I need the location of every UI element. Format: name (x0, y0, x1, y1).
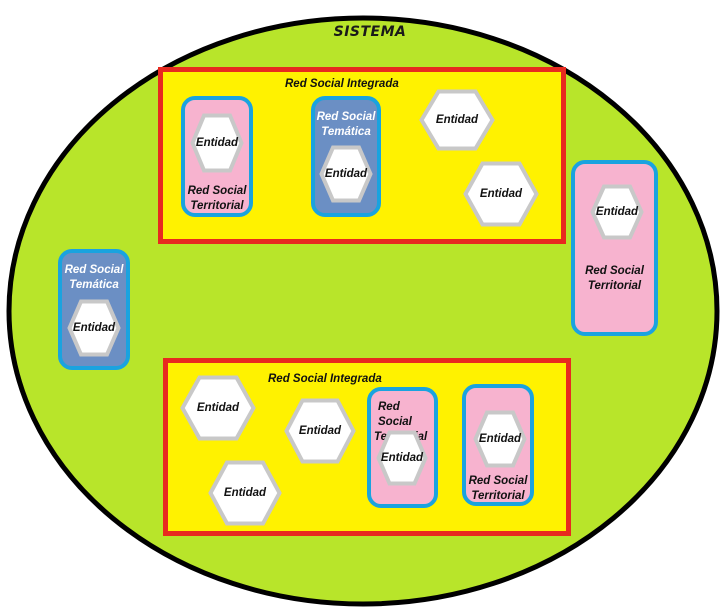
entity-hexagon-shape (208, 460, 282, 526)
territorial-network: Red Social Territorial (367, 387, 438, 508)
network-label-line1: Red Social (378, 401, 412, 428)
entity-node: Entidad (180, 375, 256, 441)
entity-hexagon-shape (284, 398, 356, 464)
network-label: Red Social Territorial (466, 474, 530, 504)
entity-node: Entidad (208, 460, 282, 526)
entity-hexagon (284, 398, 356, 464)
entity-hexagon-shape (590, 184, 644, 240)
entity-hexagon-shape (463, 161, 539, 227)
entity-hexagon-shape (473, 410, 527, 468)
entity-hexagon-shape (180, 375, 256, 441)
entity-hexagon-shape (376, 430, 428, 486)
entity-hexagon (463, 161, 539, 227)
entity-hexagon (180, 375, 256, 441)
network-label-line1: Red Social (585, 265, 644, 277)
entity-node: Entidad (463, 161, 539, 227)
entity-label: Entidad (479, 188, 523, 200)
entity-node: Entidad (319, 145, 373, 203)
network-label-line1: Red Social (64, 264, 124, 276)
network-label-line1: Red Social (316, 111, 376, 123)
integrated-network-bottom-title: Red Social Integrada (268, 373, 382, 385)
integrated-network-top-title: Red Social Integrada (285, 78, 399, 90)
entity-hexagon (473, 410, 527, 468)
entity-label: Entidad (324, 168, 368, 180)
entity-node: Entidad (473, 410, 527, 468)
entity-label: Entidad (478, 433, 522, 445)
entity-node: Entidad (419, 89, 495, 151)
territorial-network: Red Social Territorial (571, 160, 658, 336)
entity-node: Entidad (67, 299, 121, 357)
network-label: Red Social Territorial (575, 264, 654, 294)
entity-node: Entidad (284, 398, 356, 464)
entity-hexagon-shape (319, 145, 373, 203)
entity-label: Entidad (72, 322, 116, 334)
entity-node: Entidad (590, 184, 644, 240)
network-label-line1: Red Social (187, 185, 247, 197)
network-label-line2: Temática (321, 126, 371, 138)
entity-hexagon (376, 430, 428, 486)
network-label: Red Social Territorial (185, 184, 249, 214)
network-label: Red Social Temática (62, 263, 126, 293)
entity-label: Entidad (435, 114, 479, 126)
entity-label: Entidad (595, 206, 639, 218)
entity-hexagon (319, 145, 373, 203)
entity-hexagon (190, 113, 244, 173)
entity-hexagon (208, 460, 282, 526)
entity-node: Entidad (376, 430, 428, 486)
entity-label: Entidad (196, 402, 240, 414)
entity-label: Entidad (298, 425, 342, 437)
entity-hexagon (67, 299, 121, 357)
network-label: Red Social Temática (315, 110, 377, 140)
entity-hexagon-shape (190, 113, 244, 173)
entity-node: Entidad (190, 113, 244, 173)
entity-label: Entidad (223, 487, 267, 499)
network-label-line2: Territorial (471, 490, 525, 502)
entity-hexagon-shape (67, 299, 121, 357)
network-label-line2: Territorial (587, 280, 642, 292)
entity-hexagon-shape (419, 89, 495, 151)
entity-label: Entidad (195, 137, 239, 149)
network-label-line2: Temática (69, 279, 119, 291)
network-label-line1: Red Social (468, 475, 528, 487)
network-label-line2: Territorial (190, 200, 244, 212)
entity-hexagon (590, 184, 644, 240)
system-title: SISTEMA (333, 24, 407, 40)
entity-hexagon (419, 89, 495, 151)
entity-label: Entidad (380, 452, 424, 464)
